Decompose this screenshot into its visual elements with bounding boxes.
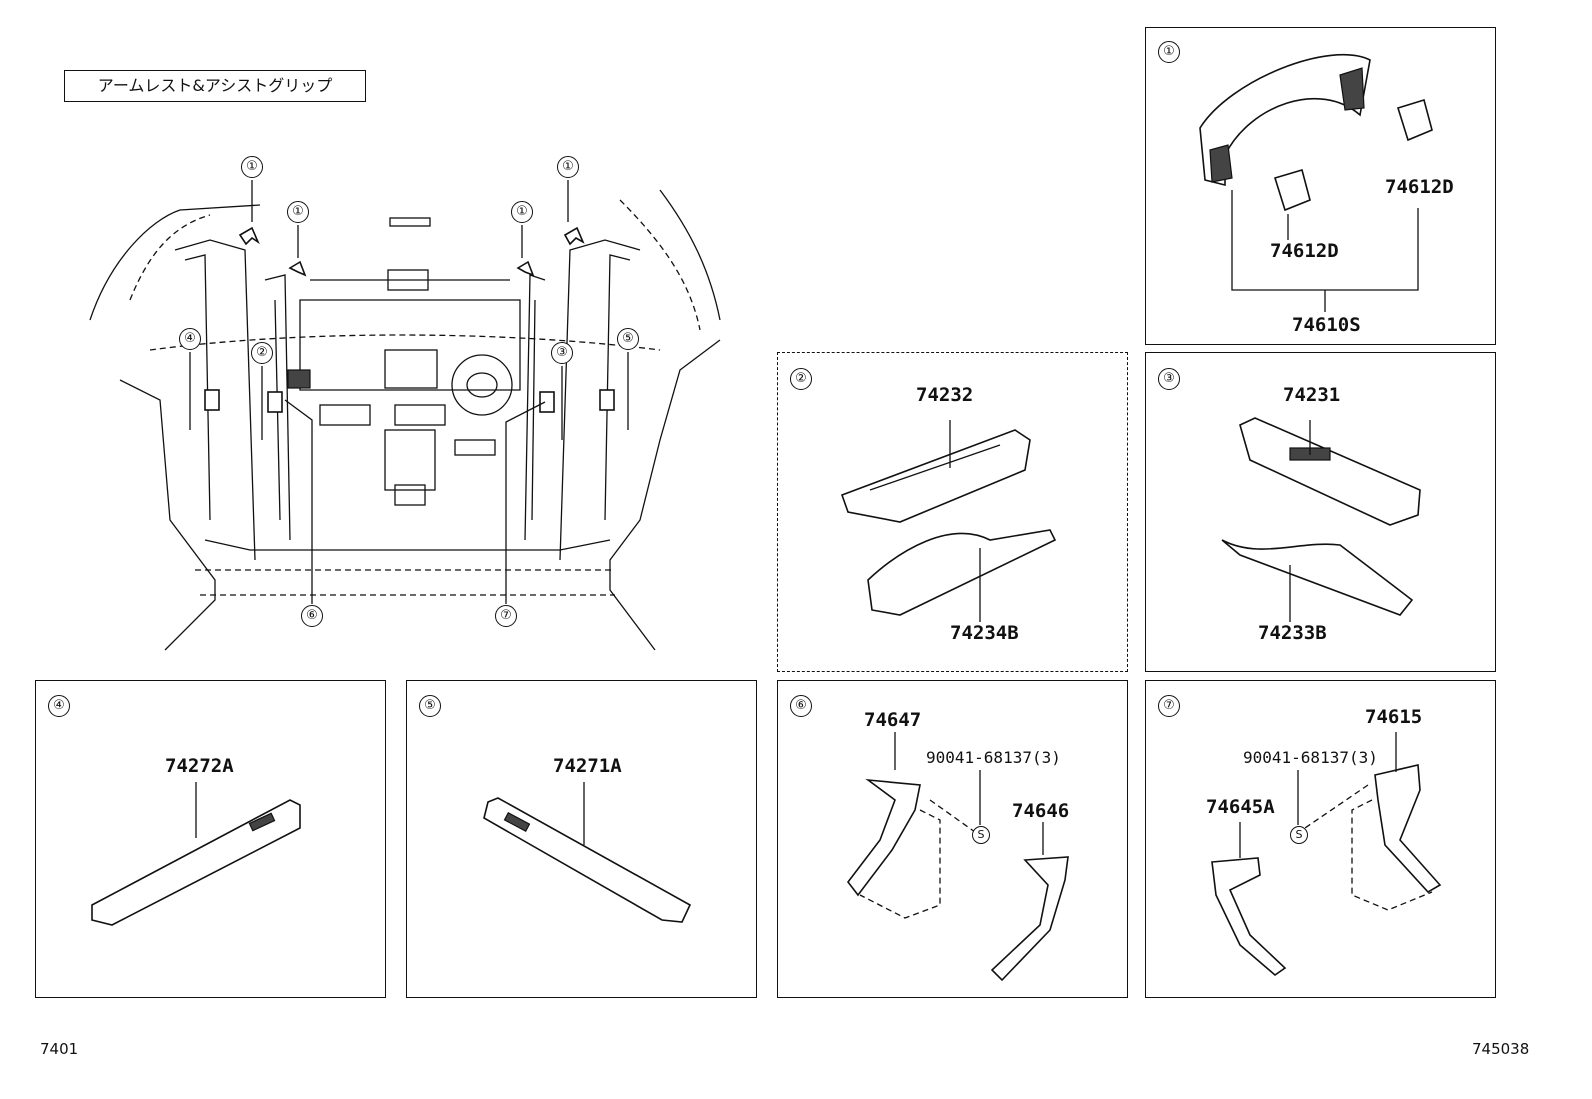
callout-1-right-inner: ①	[511, 201, 533, 223]
diagram-title: アームレスト&アシストグリップ	[64, 70, 366, 102]
panel-6-marker: ⑥	[790, 695, 812, 717]
callout-1-left-outer: ①	[241, 156, 263, 178]
callout-6: ⑥	[301, 605, 323, 627]
callout-2: ②	[251, 342, 273, 364]
panel-6-pillar-grip-left	[777, 680, 1128, 998]
panel-7-pillar-grip-right	[1145, 680, 1496, 998]
callout-1-right-outer: ①	[557, 156, 579, 178]
illustration-id: 745038	[1472, 1040, 1530, 1058]
part-74615[interactable]: 74615	[1365, 706, 1423, 728]
screw-symbol-s-right: S	[1290, 826, 1308, 844]
part-90041-68137-left[interactable]: 90041-68137(3)	[926, 748, 1061, 767]
callout-4: ④	[179, 328, 201, 350]
part-90041-68137-right[interactable]: 90041-68137(3)	[1243, 748, 1378, 767]
panel-7-marker: ⑦	[1158, 695, 1180, 717]
panel-3-front-armrest-right	[1145, 352, 1496, 672]
panel-1-assist-grip	[1145, 27, 1496, 345]
part-74612D-right[interactable]: 74612D	[1385, 176, 1454, 198]
part-74232[interactable]: 74232	[916, 384, 974, 406]
callout-1-left-inner: ①	[287, 201, 309, 223]
figure-number: 7401	[40, 1040, 79, 1058]
part-74231[interactable]: 74231	[1283, 384, 1341, 406]
panel-2-marker: ②	[790, 368, 812, 390]
part-74272A[interactable]: 74272A	[165, 755, 234, 777]
callout-7: ⑦	[495, 605, 517, 627]
panel-2-front-armrest-left	[777, 352, 1128, 672]
part-74647[interactable]: 74647	[864, 709, 922, 731]
callout-5: ⑤	[617, 328, 639, 350]
panel-5-marker: ⑤	[419, 695, 441, 717]
panel-4-marker: ④	[48, 695, 70, 717]
part-74233B[interactable]: 74233B	[1258, 622, 1327, 644]
part-74645A[interactable]: 74645A	[1206, 796, 1275, 818]
panel-1-marker: ①	[1158, 41, 1180, 63]
panel-5-rear-armrest-right	[406, 680, 757, 998]
part-74646[interactable]: 74646	[1012, 800, 1070, 822]
part-74271A[interactable]: 74271A	[553, 755, 622, 777]
part-74610S[interactable]: 74610S	[1292, 314, 1361, 336]
callout-3: ③	[551, 342, 573, 364]
panel-3-marker: ③	[1158, 368, 1180, 390]
part-74234B[interactable]: 74234B	[950, 622, 1019, 644]
part-74612D-left[interactable]: 74612D	[1270, 240, 1339, 262]
screw-symbol-s-left: S	[972, 826, 990, 844]
panel-4-rear-armrest-left	[35, 680, 386, 998]
